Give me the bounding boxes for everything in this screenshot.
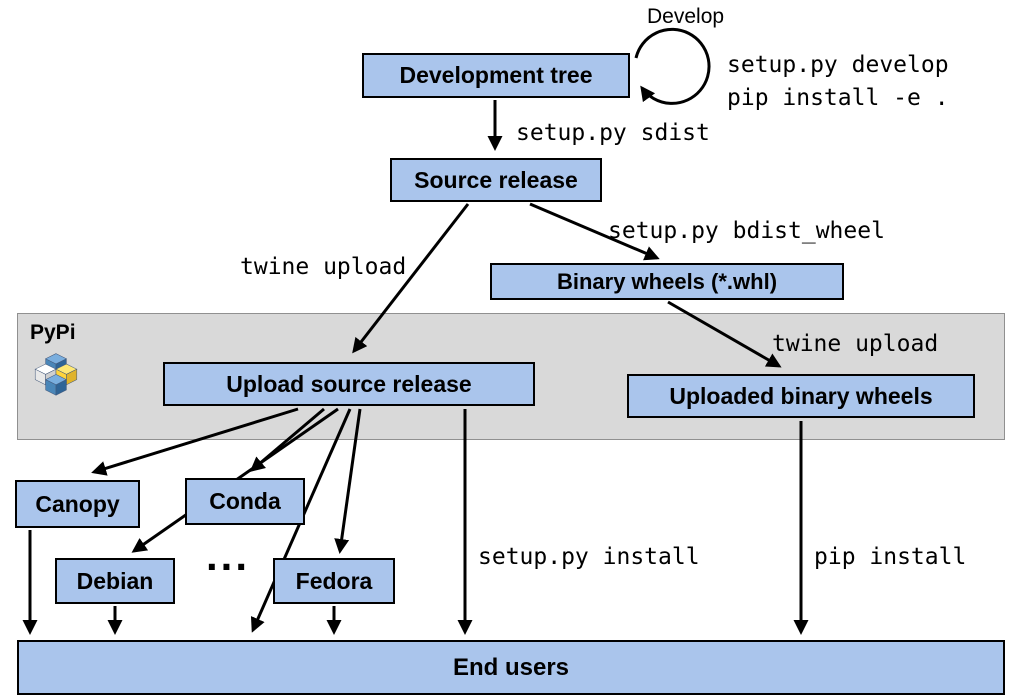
arrow-develop-loop — [634, 27, 711, 105]
label-develop-cmd-1: setup.py develop — [727, 52, 949, 78]
label-pip-install: pip install — [814, 544, 967, 570]
node-binary-wheels: Binary wheels (*.whl) — [490, 263, 844, 300]
label-setup-install: setup.py install — [478, 544, 700, 570]
label-develop-cmd-2: pip install -e . — [727, 85, 949, 111]
node-source-release: Source release — [390, 158, 602, 202]
node-end-users: End users — [17, 640, 1005, 695]
pypi-logo-icon — [34, 353, 78, 396]
label-develop: Develop — [647, 5, 725, 28]
label-pypi: PyPi — [30, 321, 76, 344]
node-fedora: Fedora — [273, 558, 395, 604]
node-development-tree: Development tree — [362, 53, 630, 98]
node-uploaded-binary-wheels: Uploaded binary wheels — [627, 374, 975, 418]
label-bdist-wheel: setup.py bdist_wheel — [608, 218, 885, 244]
node-conda: Conda — [185, 478, 305, 525]
label-twine-upload-left: twine upload — [240, 254, 407, 280]
label-twine-upload-right: twine upload — [772, 331, 939, 357]
node-canopy: Canopy — [15, 480, 140, 528]
label-setup-sdist: setup.py sdist — [516, 120, 710, 146]
node-debian: Debian — [55, 558, 175, 604]
node-upload-source-release: Upload source release — [163, 362, 535, 406]
label-ellipsis: ... — [206, 532, 251, 579]
